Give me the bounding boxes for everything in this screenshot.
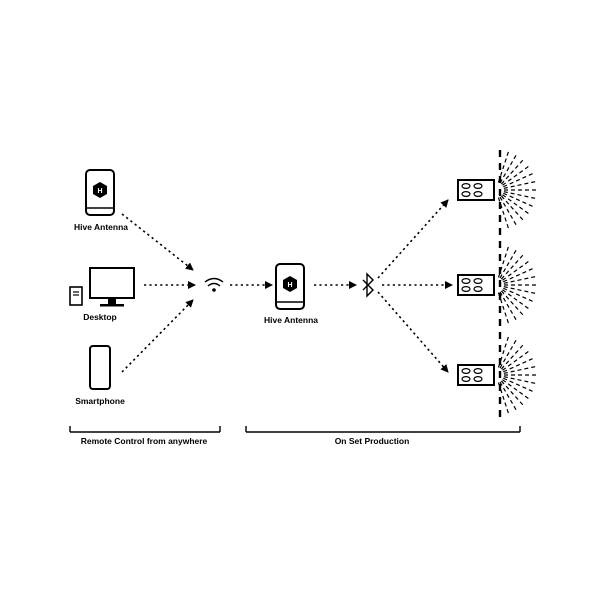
remote-section-label: Remote Control from anywhere	[81, 436, 208, 446]
smartphone-label: Smartphone	[75, 396, 125, 406]
connector-remote-antenna-to-wifi	[121, 213, 194, 271]
remote-section-bracket	[69, 426, 221, 433]
hive-antenna-remote-label: Hive Antenna	[74, 222, 128, 232]
tablet-hive-icon: H	[275, 263, 305, 310]
connector-bluetooth-to-light-3	[377, 291, 449, 373]
desktop-label: Desktop	[83, 312, 117, 322]
light-panel-icon	[457, 334, 538, 416]
connector-smartphone-to-wifi	[121, 299, 194, 373]
bluetooth-icon	[362, 272, 374, 298]
svg-text:H: H	[287, 282, 292, 289]
lights-group	[457, 149, 538, 416]
svg-text:H: H	[97, 188, 102, 195]
light-panel-icon	[457, 244, 538, 326]
hive-antenna-onset-label: Hive Antenna	[264, 315, 318, 325]
desktop-computer-icon	[69, 267, 135, 307]
wifi-icon	[204, 277, 224, 292]
onset-section-label: On Set Production	[335, 436, 410, 446]
smartphone-icon	[89, 345, 111, 390]
tablet-hive-icon: H	[85, 169, 115, 216]
onset-section-bracket	[245, 426, 521, 433]
connector-bluetooth-to-light-1	[377, 199, 449, 279]
light-panel-icon	[457, 149, 538, 231]
